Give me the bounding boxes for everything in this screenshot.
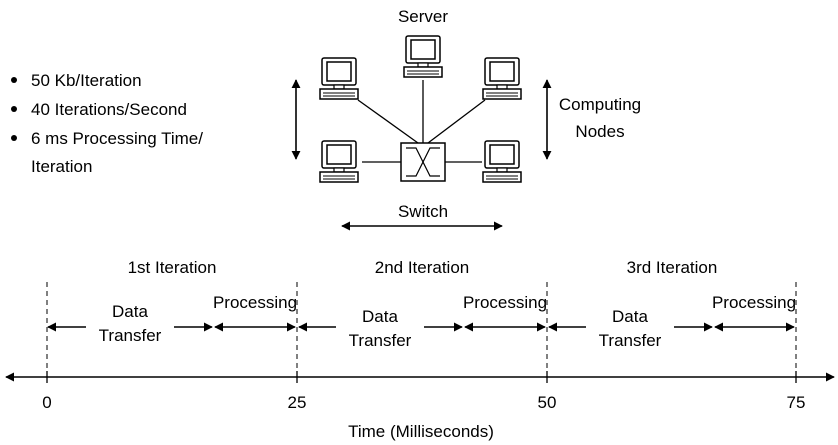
time-axis-label: Time (Milliseconds) xyxy=(348,422,494,441)
iteration-boundaries xyxy=(46,282,797,377)
iteration-label-2: 2nd Iteration xyxy=(375,258,470,277)
server-computer-icon xyxy=(403,35,443,78)
spec-iteration-rate: 40 Iterations/Second xyxy=(31,100,187,119)
timeline: 1st Iteration 2nd Iteration 3rd Iteratio… xyxy=(5,258,835,441)
data-transfer-label-cont: Transfer xyxy=(349,331,412,350)
data-transfer-label-cont: Transfer xyxy=(599,331,662,350)
data-transfer-label: Data xyxy=(112,302,148,321)
processing-label: Processing xyxy=(463,293,547,312)
data-transfer-label: Data xyxy=(362,307,398,326)
axis-ticks xyxy=(46,371,797,383)
switch-label: Switch xyxy=(398,202,448,221)
computing-nodes-label: Computing xyxy=(559,95,641,114)
computing-node-icon xyxy=(319,140,359,183)
bullet-dot xyxy=(11,135,17,141)
processing-label: Processing xyxy=(213,293,297,312)
computing-node-icon xyxy=(482,57,522,100)
switch-icon xyxy=(400,142,446,182)
server-label: Server xyxy=(398,7,448,26)
bullet-dot xyxy=(11,77,17,83)
spec-processing-time-cont: Iteration xyxy=(31,157,92,176)
tick-label-50: 50 xyxy=(538,393,557,412)
processing-label: Processing xyxy=(712,293,796,312)
iteration-label-3: 3rd Iteration xyxy=(627,258,718,277)
computing-nodes-label-cont: Nodes xyxy=(575,122,624,141)
tick-label-0: 0 xyxy=(42,393,51,412)
computing-node-icon xyxy=(482,140,522,183)
spec-bandwidth: 50 Kb/Iteration xyxy=(31,71,142,90)
bullet-dot xyxy=(11,106,17,112)
tick-label-75: 75 xyxy=(787,393,806,412)
data-transfer-label-cont: Transfer xyxy=(99,326,162,345)
spec-processing-time: 6 ms Processing Time/ xyxy=(31,129,203,148)
tick-label-25: 25 xyxy=(288,393,307,412)
iteration-label-1: 1st Iteration xyxy=(128,258,217,277)
computing-node-icon xyxy=(319,57,359,100)
network-links xyxy=(357,80,486,163)
data-transfer-label: Data xyxy=(612,307,648,326)
network-diagram: Server Computing Nodes Switch xyxy=(291,7,641,231)
spec-list: 50 Kb/Iteration 40 Iterations/Second 6 m… xyxy=(11,71,203,176)
